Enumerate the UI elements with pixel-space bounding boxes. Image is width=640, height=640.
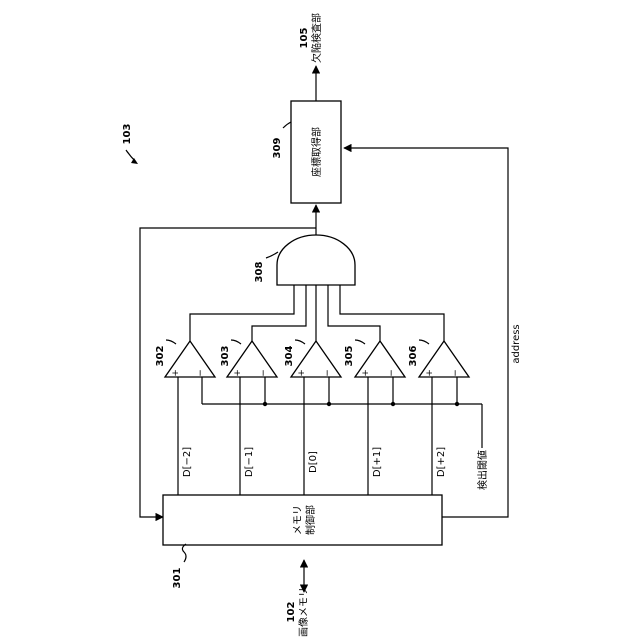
coordinate-unit-label: 座標取得部	[310, 127, 323, 177]
input-label-d-2: D[−2]	[182, 447, 193, 477]
ref-308: 308	[254, 252, 278, 282]
ref-301: 301	[172, 544, 186, 588]
threshold-label: 検出閾値	[476, 450, 489, 490]
svg-text:306: 306	[408, 346, 419, 367]
input-label-d+1: D[+1]	[372, 447, 383, 477]
svg-text:−: −	[451, 369, 461, 377]
svg-text:302: 302	[155, 346, 166, 367]
svg-text:+: +	[233, 369, 243, 377]
svg-text:304: 304	[284, 346, 295, 367]
defect-inspection-label: 欠陥検査部	[310, 13, 323, 63]
svg-text:303: 303	[220, 346, 231, 367]
image-memory-label: 画像メモリ	[298, 587, 310, 637]
input-label-d-1: D[−1]	[244, 447, 255, 477]
and-gate	[277, 235, 355, 285]
threshold-bus	[202, 377, 482, 427]
svg-text:305: 305	[344, 346, 355, 367]
svg-text:+: +	[361, 369, 371, 377]
memory-controller-label-1: メモリ	[293, 505, 304, 535]
svg-text:308: 308	[254, 262, 265, 283]
svg-text:−: −	[323, 369, 333, 377]
memory-controller-label-2: 制御部	[304, 505, 317, 535]
ref-302: 302	[155, 340, 176, 366]
svg-text:−: −	[196, 369, 206, 377]
ref-306: 306	[408, 340, 429, 366]
image-memory-ref: 102	[286, 602, 297, 623]
svg-text:+: +	[171, 369, 181, 377]
ref-305: 305	[344, 340, 365, 366]
input-label-d+2: D[+2]	[436, 447, 447, 477]
input-label-d0: D[0]	[308, 451, 319, 473]
svg-text:103: 103	[122, 124, 133, 145]
address-label: address	[511, 324, 522, 363]
svg-text:301: 301	[172, 568, 183, 589]
comparator-output-wires	[190, 285, 444, 341]
ref-103: 103	[122, 124, 138, 164]
ref-309: 309	[272, 122, 291, 158]
defect-inspection-ref: 105	[299, 28, 310, 49]
svg-text:309: 309	[272, 138, 283, 159]
svg-text:−: −	[259, 369, 269, 377]
svg-text:−: −	[387, 369, 397, 377]
svg-text:+: +	[297, 369, 307, 377]
svg-text:+: +	[425, 369, 435, 377]
